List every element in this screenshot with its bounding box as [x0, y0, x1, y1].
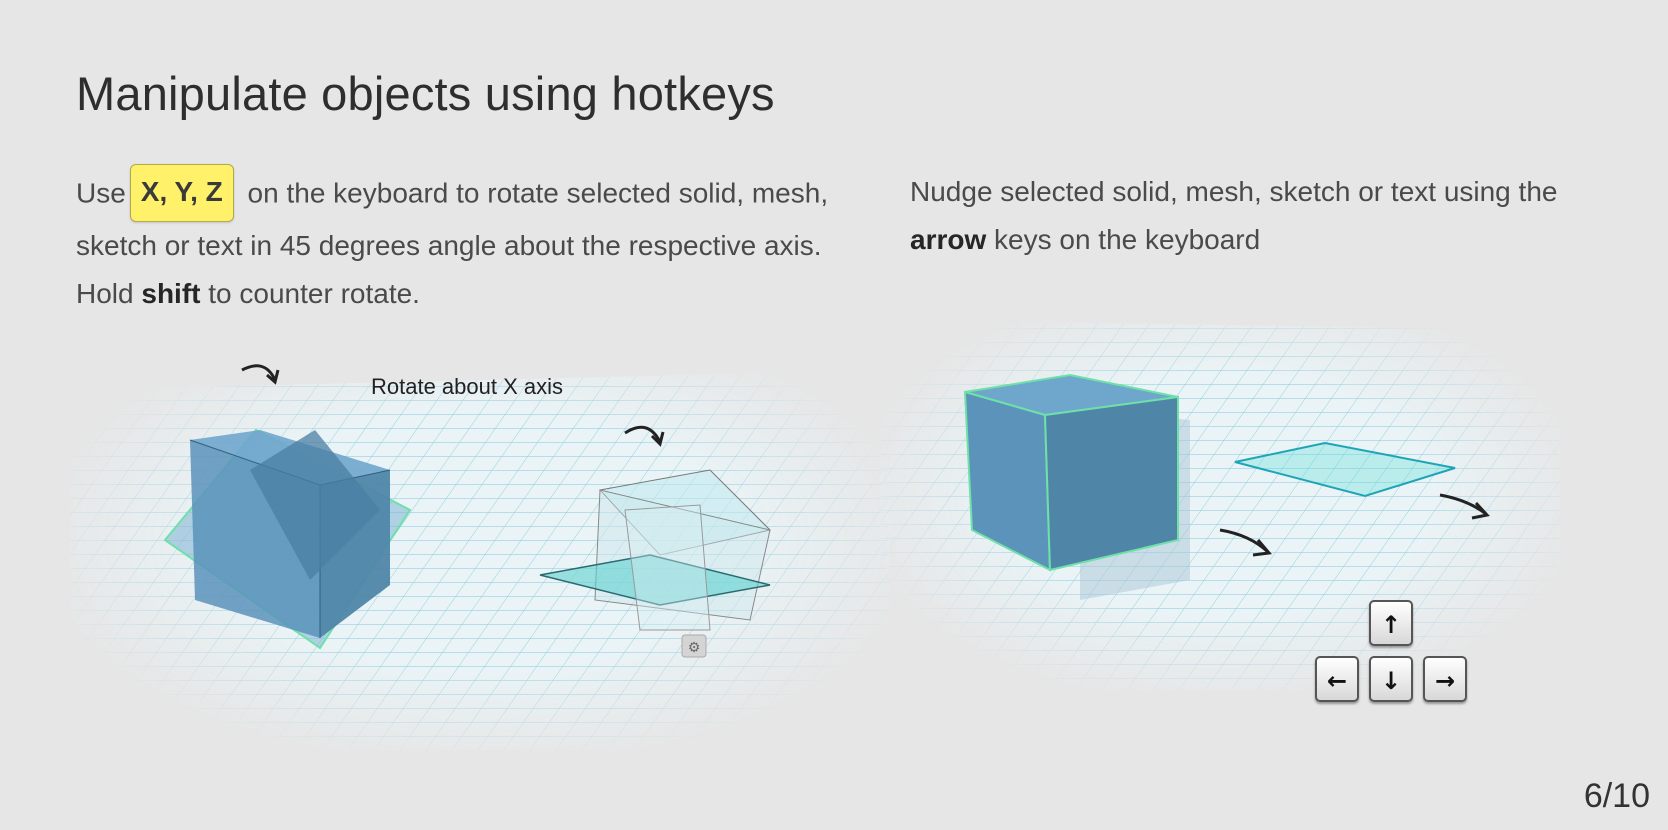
- use-text: Use: [76, 177, 126, 209]
- rotate-text-2: to counter rotate.: [208, 278, 420, 309]
- rotate-arrow-icon-2: [624, 425, 662, 443]
- solid-cube-right: [963, 373, 1179, 572]
- rotate-arrow-icon: [241, 364, 277, 381]
- page-title: Manipulate objects using hotkeys: [76, 67, 775, 120]
- nudge-illustration: [880, 320, 1560, 690]
- svg-text:⚙: ⚙: [688, 640, 701, 656]
- xyz-hotkey-badge: X, Y, Z: [129, 164, 234, 222]
- nudge-text-1: Nudge selected solid, mesh, sketch or te…: [910, 176, 1558, 207]
- rotate-axis-label: Rotate about X axis: [371, 374, 564, 399]
- solid-cube: [189, 430, 391, 638]
- slide-counter: 6/10: [1583, 777, 1650, 815]
- shift-key-text: shift: [141, 278, 201, 309]
- nudge-instructions: Nudge selected solid, mesh, sketch or te…: [910, 168, 1610, 264]
- arrow-key-text: arrow: [910, 224, 987, 255]
- arrow-up-key: ↑: [1369, 600, 1413, 646]
- arrow-right-key: →: [1423, 656, 1467, 702]
- sketch-plane: [1234, 441, 1456, 498]
- gear-icon: [681, 634, 707, 658]
- arrow-down-key: ↓: [1369, 656, 1413, 702]
- nudge-text-2: keys on the keyboard: [994, 224, 1261, 255]
- rotate-illustration: ⚙: [70, 364, 890, 750]
- arrow-left-key: ←: [1315, 656, 1359, 702]
- rotate-text-1: on the keyboard to rotate selected solid…: [76, 177, 829, 309]
- rotating-planes: [539, 469, 771, 631]
